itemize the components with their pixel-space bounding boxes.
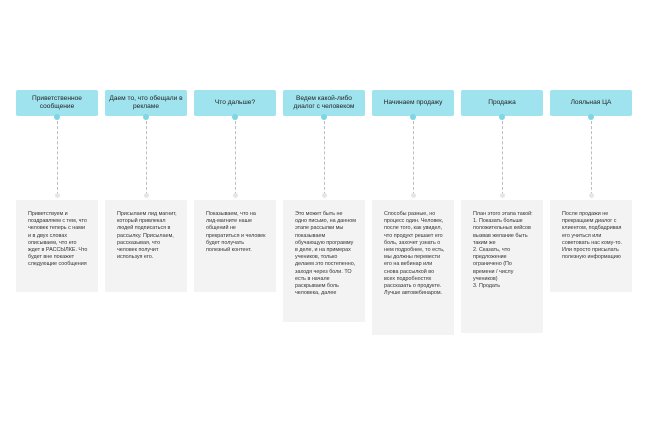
dashed-connector — [234, 121, 236, 195]
step-5: Начинаем продажу Способы разные, но проц… — [372, 0, 454, 433]
step-4: Ведем какой-либо диалог с человеком Это … — [283, 0, 365, 433]
connector-dot — [321, 114, 327, 120]
step-title: Продажа — [461, 90, 543, 116]
dashed-connector — [412, 121, 414, 195]
step-title: Что дальше? — [194, 90, 276, 116]
connector-dot — [499, 114, 505, 120]
connector-end-dot — [321, 193, 327, 198]
dashed-connector — [145, 121, 147, 195]
step-description: Способы разные, но процесс один. Человек… — [372, 200, 454, 335]
connector-dot — [232, 114, 238, 120]
step-description: Показываем, что на лид-магните наше обще… — [194, 200, 276, 292]
step-7: Лояльная ЦА После продажи не прекращаем … — [550, 0, 632, 433]
connector-dot — [410, 114, 416, 120]
connector-end-dot — [143, 193, 149, 198]
step-3: Что дальше? Показываем, что на лид-магни… — [194, 0, 276, 433]
connector-dot — [54, 114, 60, 120]
dashed-connector — [56, 121, 58, 195]
connector-end-dot — [499, 193, 505, 198]
connector-end-dot — [232, 193, 238, 198]
step-description: После продажи не прекращаем диалог с кли… — [550, 200, 632, 292]
connector-end-dot — [410, 193, 416, 198]
step-title: Лояльная ЦА — [550, 90, 632, 116]
connector-dot — [588, 114, 594, 120]
dashed-connector — [323, 121, 325, 195]
step-title: Даем то, что обещали в рекламе — [105, 90, 187, 116]
step-1: Приветственное сообщение Приветствуем и … — [16, 0, 98, 433]
step-title: Ведем какой-либо диалог с человеком — [283, 90, 365, 116]
step-title: Приветственное сообщение — [16, 90, 98, 116]
step-description: Приветствуем и поздравляем с тем, что че… — [16, 200, 98, 292]
step-description: Присылаем лид магнит, который привлекал … — [105, 200, 187, 292]
step-2: Даем то, что обещали в рекламе Присылаем… — [105, 0, 187, 433]
connector-end-dot — [54, 193, 60, 198]
step-description: Это может быть не одно письмо, на данном… — [283, 200, 365, 322]
step-description: План этого этапа такой: 1. Показать боль… — [461, 200, 543, 333]
connector-end-dot — [588, 193, 594, 198]
step-6: Продажа План этого этапа такой: 1. Показ… — [461, 0, 543, 433]
step-title: Начинаем продажу — [372, 90, 454, 116]
dashed-connector — [501, 121, 503, 195]
dashed-connector — [590, 121, 592, 195]
connector-dot — [143, 114, 149, 120]
